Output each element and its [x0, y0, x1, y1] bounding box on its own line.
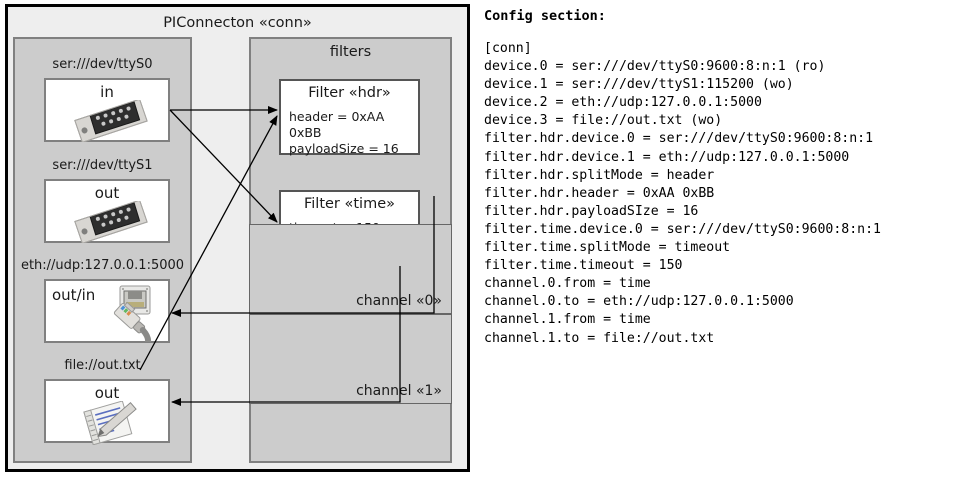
device-label-ttys0: ser:///dev/ttyS0 [52, 57, 153, 72]
filter-attrs-hdr: header = 0xAA 0xBB payloadSize = 16 [289, 109, 418, 157]
device-label-file: file://out.txt [64, 358, 141, 373]
config-text: [conn] device.0 = ser:///dev/ttyS0:9600:… [484, 41, 881, 346]
device-label-eth: eth://udp:127.0.0.1:5000 [20, 258, 185, 273]
device-box-ttys0[interactable]: in [44, 78, 170, 142]
device-box-eth[interactable]: out/in [44, 279, 170, 343]
filter-attr: payloadSize = 16 [289, 141, 399, 156]
config-section: Config section: [conn] device.0 = ser://… [484, 0, 964, 484]
filter-box-hdr[interactable]: Filter «hdr» header = 0xAA 0xBB payloadS… [279, 79, 420, 157]
device-io-ttys1: out [94, 184, 120, 202]
filters-panel-title: filters [329, 44, 372, 60]
device-label-ttys1: ser:///dev/ttyS1 [52, 158, 153, 173]
device-io-file: out [94, 384, 120, 402]
device-box-file[interactable]: out [44, 379, 170, 445]
serial-port-icon [74, 201, 148, 243]
ethernet-jack-icon [113, 285, 152, 342]
device-box-ttys1[interactable]: out [44, 179, 170, 243]
config-heading: Config section: [484, 8, 606, 24]
device-io-eth: out/in [52, 286, 96, 304]
filter-attr: header = 0xAA 0xBB [289, 109, 385, 140]
channel-label-1: channel «1» [356, 383, 442, 399]
connector-title: PIConnecton «conn» [163, 15, 312, 31]
text-file-icon [83, 401, 137, 445]
filter-title-hdr: Filter «hdr» [308, 85, 391, 101]
channel-region-1: channel «1» [249, 314, 452, 404]
device-io-ttys0: in [100, 83, 114, 101]
channel-label-0: channel «0» [356, 293, 442, 309]
serial-port-icon [74, 100, 148, 142]
filter-title-time: Filter «time» [303, 196, 396, 212]
channel-region-0: channel «0» [249, 224, 452, 314]
